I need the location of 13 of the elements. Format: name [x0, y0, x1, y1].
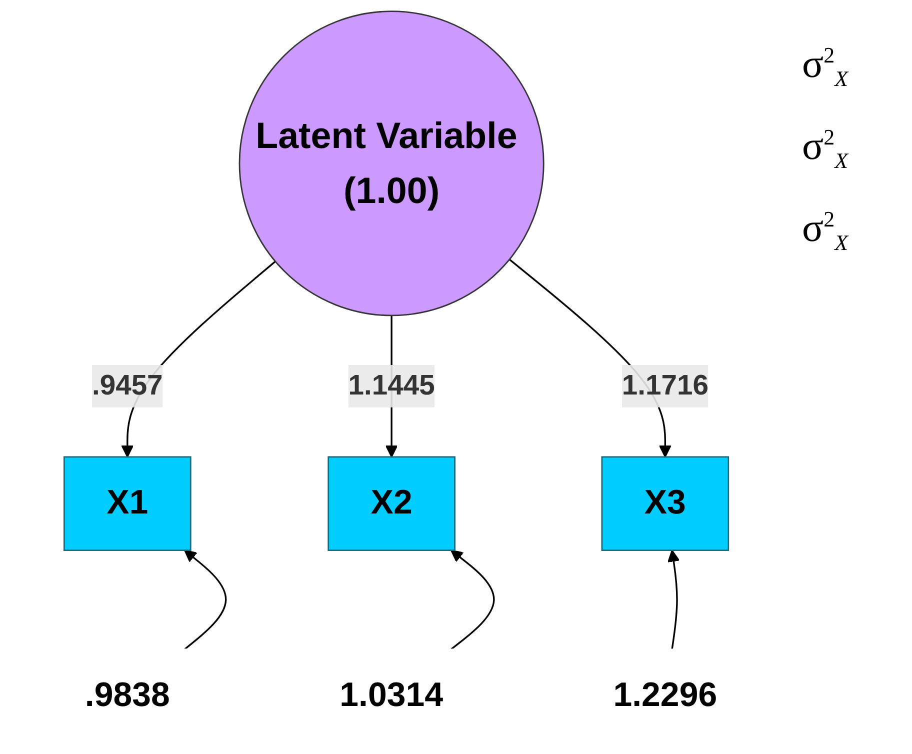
node-box: X1 [63, 456, 192, 551]
arrow [184, 550, 227, 650]
node-text: 1.0314 [340, 676, 444, 714]
node-box: X3 [601, 456, 730, 551]
arrow [450, 550, 495, 650]
node-text: .9838 [84, 676, 170, 714]
arrow [668, 550, 680, 650]
edge-label: .9457 [92, 370, 163, 402]
node-box: X2 [328, 456, 456, 551]
node-circle: Latent Variable (1.00) [238, 10, 544, 316]
edge-label: 1.1445 [348, 370, 435, 402]
node-text: 1.2296 [613, 676, 718, 714]
edge-label: 1.1716 [622, 370, 708, 402]
